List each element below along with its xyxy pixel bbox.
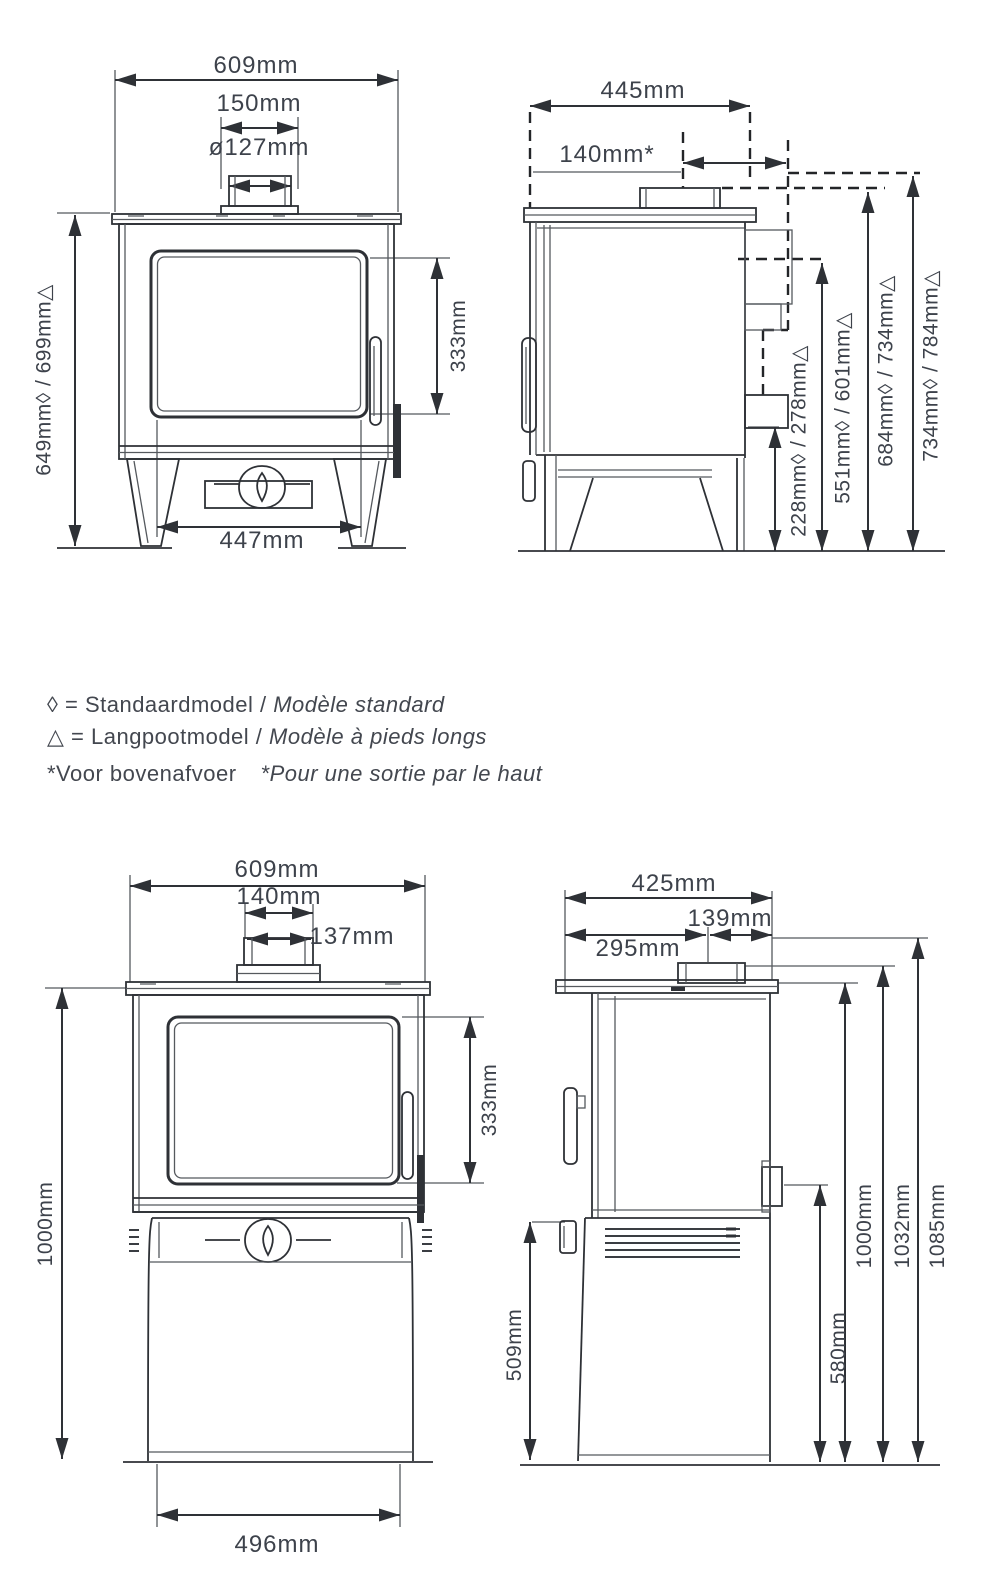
door-handle-side <box>521 337 537 433</box>
side-legs <box>544 455 745 552</box>
dim-side-logstore-overall-height: 1085mm <box>926 1183 949 1269</box>
dim-side-standard-top-outlet: 734mm◊ / 784mm△ <box>919 270 943 462</box>
front-logstore-dimension-arrows <box>55 879 477 1522</box>
dim-side-logstore-flue-to-rear: 139mm <box>687 905 773 932</box>
dim-side-standard-overall-depth: 445mm <box>600 77 686 104</box>
legend-long-leg-model-nl: △ = Langpootmodel / <box>47 724 270 749</box>
dim-side-logstore-overall-depth: 425mm <box>631 870 717 897</box>
dim-front-logstore-collar-base: 140mm <box>236 883 322 910</box>
legend-long-leg-model: △ = Langpootmodel / Modèle à pieds longs <box>47 724 487 750</box>
flue-collar-side <box>639 187 721 209</box>
rear-heat-shield <box>744 229 793 305</box>
stove-legs <box>125 458 388 547</box>
dim-front-logstore-overall-height: 1000mm <box>34 1181 57 1267</box>
air-control-knob-logstore <box>244 1218 292 1263</box>
front-logstore-drawing <box>45 875 484 1527</box>
dim-side-logstore-rear-outlet: 580mm <box>827 1311 850 1385</box>
flue-collar-side-logstore <box>677 962 746 984</box>
legend-top-outlet-note: *Voor bovenafvoer *Pour une sortie par le… <box>47 761 542 787</box>
side-standard-drawing <box>518 99 945 552</box>
dim-front-logstore-glass-height: 333mm <box>478 1063 501 1137</box>
side-logstore-dimension-arrows <box>523 891 925 1462</box>
side-logstore-drawing <box>520 890 940 1466</box>
dim-front-standard-collar-base: 150mm <box>216 90 302 117</box>
dim-side-standard-rear-outlet-bottom: 228mm◊ / 278mm△ <box>787 345 811 537</box>
legend-top-outlet-note-nl: *Voor bovenafvoer <box>47 761 237 786</box>
rear-flue-outlet <box>744 394 789 429</box>
front-standard-drawing <box>57 70 450 549</box>
dim-side-logstore-top-plate: 1000mm <box>853 1183 876 1269</box>
legend-top-outlet-note-fr: *Pour une sortie par le haut <box>260 761 543 786</box>
log-store-base-side <box>577 1217 770 1462</box>
dim-front-standard-overall-width: 609mm <box>213 52 299 79</box>
stove-window <box>149 249 369 419</box>
dim-side-logstore-body-bottom: 509mm <box>503 1308 526 1382</box>
dim-side-standard-collar-top: 684mm◊ / 734mm△ <box>874 275 898 467</box>
dim-front-logstore-flue-diameter: 137mm <box>309 923 395 950</box>
flue-collar-front <box>220 175 299 215</box>
log-store-base <box>129 1217 432 1462</box>
stove-window-logstore <box>166 1015 401 1186</box>
door-latch-logstore <box>417 1155 424 1223</box>
dim-side-logstore-collar-top: 1032mm <box>891 1183 914 1269</box>
door-latch <box>393 404 401 478</box>
legend-long-leg-model-fr: Modèle à pieds longs <box>269 724 487 749</box>
door-handle <box>369 336 382 426</box>
side-standard-dimension-arrows <box>530 99 920 551</box>
dim-side-standard-flue-to-rear: 140mm* <box>559 141 655 168</box>
dim-front-standard-glass-width: 447mm <box>219 527 305 554</box>
dim-front-standard-glass-height: 333mm <box>447 299 470 373</box>
air-control-knob <box>238 465 286 509</box>
legend-standard-model: ◊ = Standaardmodel / Modèle standard <box>47 692 445 718</box>
front-standard-dimension-arrows <box>68 73 444 546</box>
dim-front-standard-flue-diameter: ø127mm <box>208 134 310 161</box>
legend-standard-model-nl: ◊ = Standaardmodel / <box>47 692 274 717</box>
dim-front-logstore-base-width: 496mm <box>234 1531 320 1558</box>
dim-front-logstore-overall-width: 609mm <box>234 856 320 883</box>
rear-flue-outlet-logstore <box>761 1160 783 1213</box>
door-handle-logstore <box>401 1091 414 1180</box>
flue-collar-front-logstore <box>236 937 321 983</box>
legend-standard-model-fr: Modèle standard <box>273 692 445 717</box>
dim-side-logstore-front-to-flue: 295mm <box>595 935 681 962</box>
dim-side-standard-rear-flue-centre: 551mm◊ / 601mm△ <box>831 312 855 504</box>
dim-front-standard-overall-height: 649mm◊ / 699mm△ <box>32 284 56 476</box>
door-handle-side-logstore <box>563 1087 578 1165</box>
